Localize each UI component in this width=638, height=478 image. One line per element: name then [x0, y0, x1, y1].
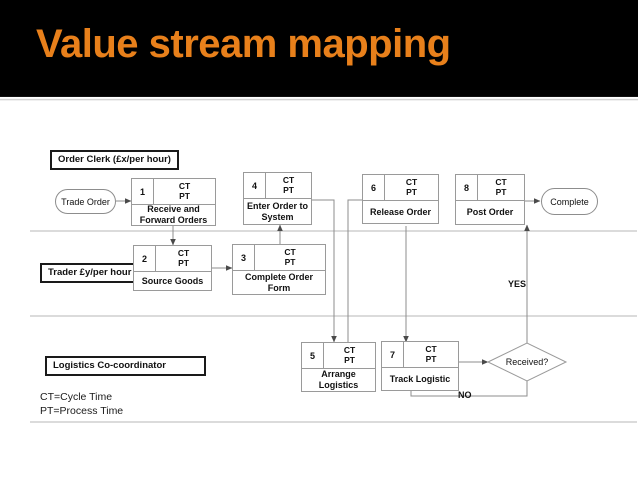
process-metrics: CT PT	[255, 245, 325, 270]
decision-label: Received?	[505, 357, 549, 367]
lane-label-logistics: Logistics Co-coordinator	[45, 356, 206, 376]
process-box-header: 2 CT PT	[134, 246, 211, 272]
cycle-time-label: CT	[177, 248, 190, 258]
process-time-label: PT	[283, 184, 294, 195]
process-time-label: PT	[425, 353, 437, 364]
process-name: Source Goods	[141, 275, 204, 286]
process-box-header: 4 CT PT	[244, 173, 311, 199]
process-box-5[interactable]: 5 CT PT Arrange Logistics	[301, 342, 376, 392]
process-box-header: 1 CT PT	[132, 179, 215, 205]
process-name: Complete Order Form	[244, 271, 313, 293]
process-time-label: PT	[344, 354, 355, 365]
process-time-label: PT	[178, 257, 189, 268]
process-box-header: 6 CT PT	[363, 175, 438, 201]
legend-ct: CT=Cycle Time	[40, 391, 113, 403]
process-number: 8	[456, 175, 478, 200]
process-name: Arrange Logistics	[318, 369, 359, 390]
process-name: Receive and Forward Orders	[139, 204, 208, 225]
process-number: 1	[132, 179, 154, 204]
legend: CT=Cycle Time PT=Process Time	[40, 390, 123, 418]
cycle-time-label: CT	[282, 175, 295, 185]
process-name: Post Order	[466, 207, 514, 217]
terminator-label: Trade Order	[61, 196, 110, 207]
cycle-time-label: CT	[495, 177, 507, 187]
title-banner	[0, 0, 638, 96]
process-name: Enter Order to System	[246, 200, 308, 222]
process-box-4[interactable]: 4 CT PT Enter Order to System	[243, 172, 312, 225]
value-stream-diagram: Order Clerk (£x/per hour) Trader £y/per …	[0, 104, 638, 478]
process-box-7[interactable]: 7 CT PT Track Logistic	[381, 341, 459, 391]
terminator-complete: Complete	[541, 188, 598, 215]
process-time-label: PT	[495, 186, 507, 197]
process-metrics: CT PT	[404, 342, 458, 367]
process-box-6[interactable]: 6 CT PT Release Order	[362, 174, 439, 224]
process-metrics: CT PT	[385, 175, 438, 200]
process-number: 5	[302, 343, 324, 368]
process-number: 2	[134, 246, 156, 271]
lane-label-text: Logistics Co-coordinator	[53, 360, 166, 371]
lane-label-order-clerk: Order Clerk (£x/per hour)	[50, 150, 179, 170]
process-box-8[interactable]: 8 CT PT Post Order	[455, 174, 525, 225]
process-time-label: PT	[406, 186, 417, 197]
process-metrics: CT PT	[478, 175, 524, 200]
cycle-time-label: CT	[178, 181, 191, 191]
terminator-trade-order: Trade Order	[55, 189, 116, 214]
process-number: 3	[233, 245, 255, 270]
process-box-header: 5 CT PT	[302, 343, 375, 369]
wire-4-to-5	[312, 199, 337, 343]
cycle-time-label: CT	[343, 345, 356, 355]
connector-layer	[30, 197, 637, 423]
process-box-header: 8 CT PT	[456, 175, 524, 201]
decision-diamond	[486, 342, 568, 382]
terminator-label: Complete	[550, 196, 589, 207]
cycle-time-label: CT	[425, 344, 437, 354]
lane-label-trader: Trader £y/per hour	[40, 263, 140, 283]
process-metrics: CT PT	[324, 343, 375, 368]
legend-pt: PT=Process Time	[40, 405, 124, 417]
lane-label-text: Order Clerk (£x/per hour)	[58, 154, 171, 165]
process-metrics: CT PT	[266, 173, 311, 198]
process-number: 4	[244, 173, 266, 198]
process-box-1[interactable]: 1 CT PT Receive and Forward Orders	[131, 178, 216, 226]
branch-label-no: NO	[458, 390, 472, 400]
process-time-label: PT	[179, 190, 190, 201]
process-metrics: CT PT	[156, 246, 211, 271]
page-title: Value stream mapping	[36, 22, 451, 66]
cycle-time-label: CT	[284, 247, 296, 257]
process-name: Track Logistic	[389, 373, 451, 384]
process-metrics: CT PT	[154, 179, 215, 204]
process-number: 7	[382, 342, 404, 367]
process-box-header: 3 CT PT	[233, 245, 325, 271]
process-name: Release Order	[369, 206, 432, 217]
process-box-header: 7 CT PT	[382, 342, 458, 368]
title-divider	[0, 96, 638, 101]
branch-label-yes: YES	[508, 279, 527, 289]
process-box-3[interactable]: 3 CT PT Complete Order Form	[232, 244, 326, 295]
process-box-2[interactable]: 2 CT PT Source Goods	[133, 245, 212, 291]
process-number: 6	[363, 175, 385, 200]
cycle-time-label: CT	[405, 177, 418, 187]
process-time-label: PT	[284, 256, 296, 267]
lane-label-text: Trader £y/per hour	[48, 267, 132, 278]
